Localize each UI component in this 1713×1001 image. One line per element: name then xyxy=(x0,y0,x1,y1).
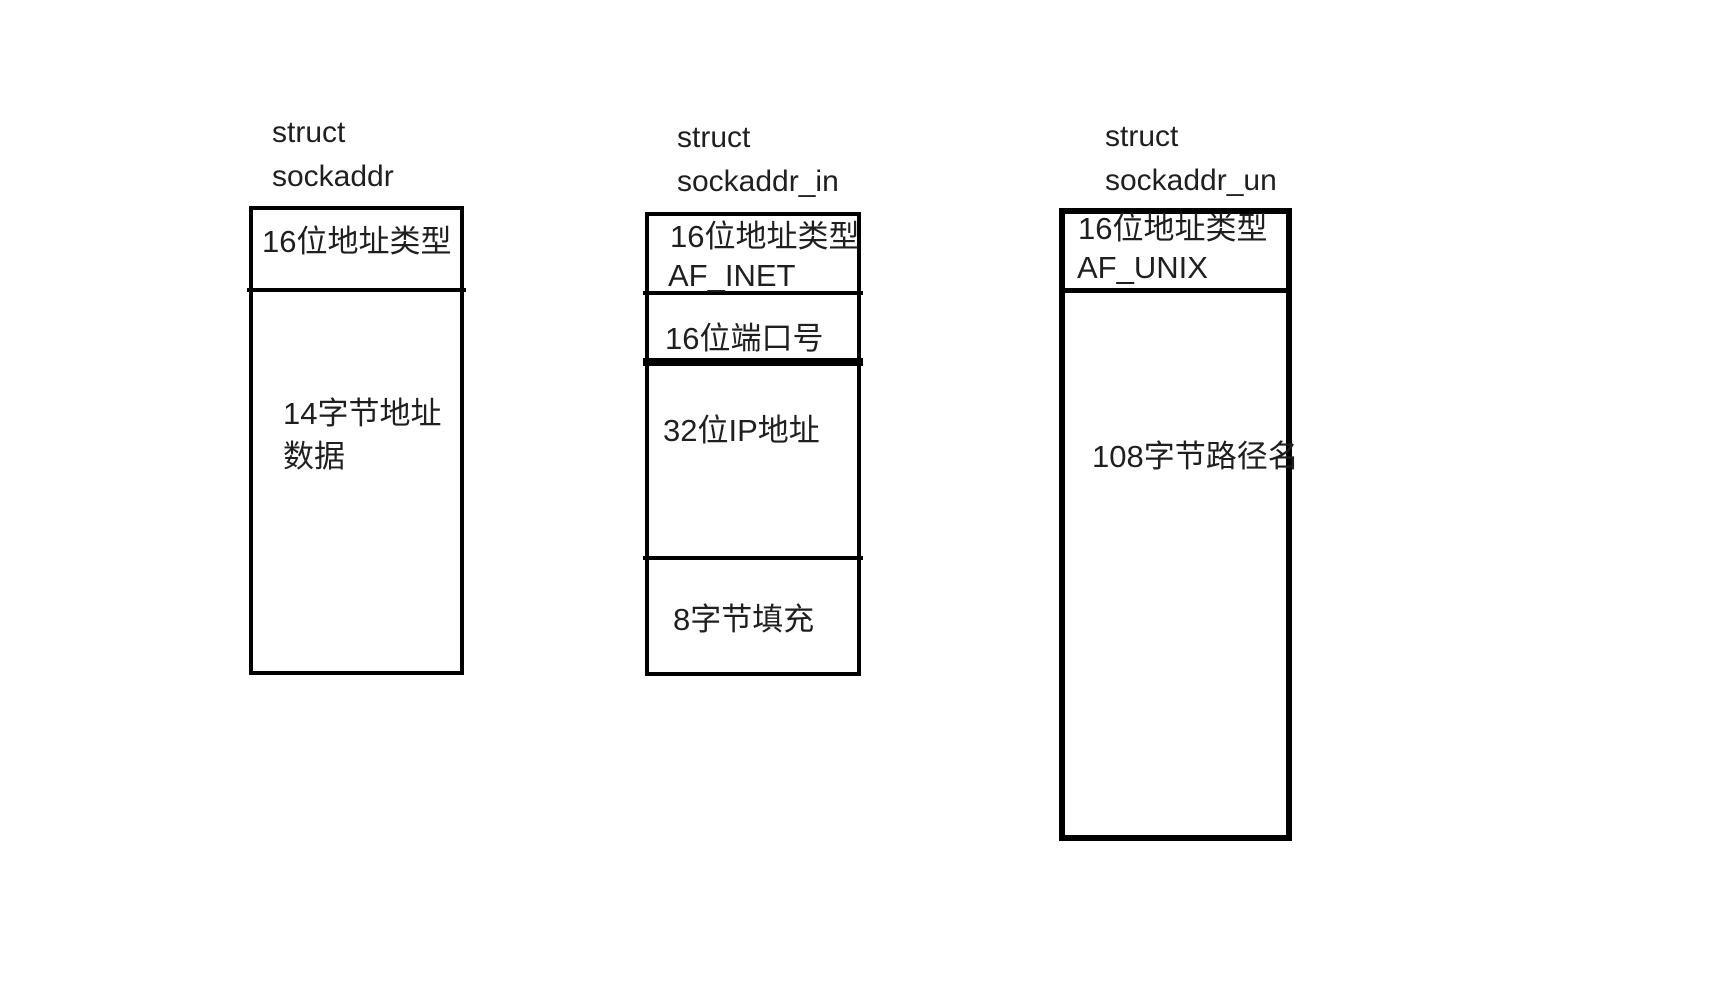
sockaddr-un-address-type-label: 16位地址类型 xyxy=(1078,211,1268,246)
struct-keyword: struct xyxy=(1105,120,1179,153)
sockaddr-un-pathname-label: 108字节路径名 xyxy=(1092,439,1299,474)
sockaddr-in-ip-address-label: 32位IP地址 xyxy=(663,413,820,448)
sockaddr-un-af-unix-label: AF_UNIX xyxy=(1077,250,1208,285)
struct-sockaddr-un-title: struct sockaddr_un xyxy=(1105,115,1277,203)
sockaddr-in-port-label: 16位端口号 xyxy=(665,321,824,356)
struct-sockaddr-box: 16位地址类型 14字节地址 数据 xyxy=(247,206,466,675)
struct-name-sockaddr-in: sockaddr_in xyxy=(677,165,839,198)
struct-sockaddr-un-box: 16位地址类型 AF_UNIX 108字节路径名 xyxy=(1059,208,1299,841)
struct-sockaddr-in-box: 16位地址类型 AF_INET 16位端口号 32位IP地址 8字节填充 xyxy=(643,212,863,676)
struct-name-sockaddr-un: sockaddr_un xyxy=(1105,164,1277,197)
struct-keyword: struct xyxy=(677,121,751,154)
sockaddr-address-type-label: 16位地址类型 xyxy=(262,224,452,259)
sockaddr-address-data-line1: 14字节地址 xyxy=(283,396,442,431)
sockaddr-in-af-inet-label: AF_INET xyxy=(668,258,796,293)
struct-name-sockaddr: sockaddr xyxy=(272,160,394,193)
sockaddr-in-address-type-label: 16位地址类型 xyxy=(670,219,860,254)
sockaddr-in-padding-label: 8字节填充 xyxy=(673,602,815,637)
struct-keyword: struct xyxy=(272,116,346,149)
struct-sockaddr-in-title: struct sockaddr_in xyxy=(677,116,839,204)
field-divider xyxy=(247,288,466,292)
sockaddr-address-data-label: 14字节地址 数据 xyxy=(283,392,441,478)
field-divider-thick xyxy=(643,358,863,366)
field-divider xyxy=(643,291,863,295)
field-divider xyxy=(643,556,863,560)
field-divider xyxy=(1059,288,1292,293)
struct-sockaddr-title: struct sockaddr xyxy=(272,111,394,199)
sockaddr-address-data-line2: 数据 xyxy=(283,439,345,474)
